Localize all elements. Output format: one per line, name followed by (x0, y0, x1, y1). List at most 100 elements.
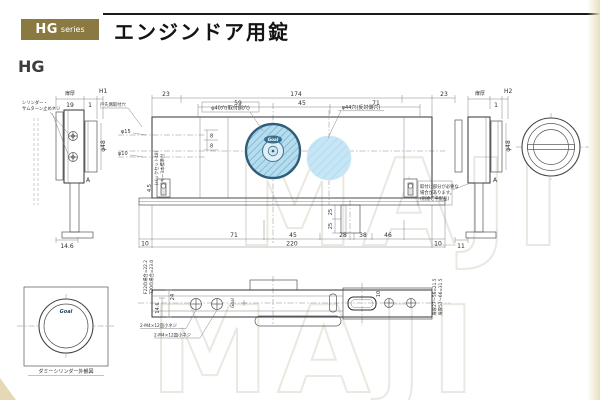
door-thickness-dim-label: 扉厚 (65, 90, 75, 97)
phi48-dim-label-right: φ48 (505, 140, 512, 152)
dim-1-label: 1 (88, 102, 92, 109)
latch-stack (329, 293, 337, 313)
cylinder-callout-leaders (49, 111, 69, 155)
glass-panel-hatch-right (454, 119, 463, 173)
plan-bottom-dim-lines (138, 205, 446, 248)
dim-14-6-lines-bottom (159, 297, 165, 317)
page-title: エンジンドア用錠 (114, 20, 290, 44)
door-thickness-dim-label-right: 扉厚 (475, 90, 485, 97)
dim-45-top-label: 45 (298, 100, 306, 107)
dim-10-right-label: 10 (434, 241, 442, 248)
phi15-label: φ15 (121, 129, 131, 135)
dim-46-label: 46 (384, 232, 392, 239)
left-top-dim-lines (55, 96, 104, 119)
cylinder-thumbturn-callout-line2: サムターン止めネジ (22, 105, 61, 112)
goal-logo-badge (264, 135, 282, 144)
spindle-stem-left (69, 182, 80, 233)
latch-slot (347, 296, 377, 311)
section-a-label-right: A (493, 177, 498, 184)
plan-view: 4.5 Goal 23 174 23 59 45 71 φ40穴(取付側穴) (100, 91, 456, 248)
base-plate-left (61, 231, 94, 239)
door-edge-dashed (33, 118, 39, 205)
bottom-screw-2 (211, 298, 223, 310)
header-rule (103, 13, 600, 15)
mounting-screw-1 (68, 131, 78, 141)
install-note-line1: 取付け部分が必要な (420, 183, 459, 190)
dim-174-label: 174 (290, 91, 302, 98)
glass-panel-hatch (55, 111, 64, 181)
detail-caption: ダミーシリンダー外観図 (39, 368, 94, 375)
phi48-dim-label-left: φ48 (100, 140, 107, 152)
fixing-bolt-left (156, 178, 171, 198)
dim-10-vertical-label: 10 (376, 291, 382, 297)
thumbturn-knob-bar (527, 144, 575, 150)
phi40-callout-text: φ40穴(取付側穴) (211, 104, 250, 111)
dim-14-6-label-bottom: 14.6 (155, 302, 161, 313)
dummy-cylinder-outer (38, 298, 94, 354)
dim-59-label: 59 (234, 100, 242, 107)
dim-10-left-label: 10 (141, 241, 149, 248)
dim-23-right-label: 23 (440, 91, 448, 98)
dim-h2-label: H2 (504, 88, 513, 95)
screw-note-1: 2-M4×12皿小ネジ (140, 322, 178, 329)
phi44-callout-text: φ44穴(反対側穴) (342, 104, 381, 111)
door-edge-hole-callout: 戸先側取付穴 (100, 101, 126, 108)
install-note-box (417, 180, 453, 206)
dim-71-bottom-label: 71 (230, 232, 238, 239)
dim-4-5-label: 4.5 (147, 184, 153, 192)
bottom-view: Goal 10 F22の場合=22.2 T20の場合=23.0 24 14.6 … (138, 260, 450, 339)
faceplate (342, 287, 433, 320)
dim-220-label: 220 (286, 241, 298, 248)
phi10-label: φ10 (118, 151, 128, 157)
install-note-line3: (別途ご手配品) (420, 195, 449, 202)
dummy-cylinder-inner (43, 303, 89, 349)
plan-top-dim-lines (151, 95, 456, 117)
dim-71-top-label: 71 (372, 100, 380, 107)
faceplate-screw-1 (384, 298, 394, 308)
right-side-view: 扉厚 1 H2 φ48 A 11 取付け部分が必要な 場合があります。 (別途ご… (417, 88, 589, 250)
left-side-view: シリンダー・ サムターン止めネジ 扉厚 19 1 H1 φ48 A 14.6 (22, 88, 108, 250)
lever-handle (254, 315, 342, 327)
dim-19-label: 19 (66, 102, 74, 109)
dummy-cylinder-box (23, 286, 109, 367)
dim-24-label: 24 (170, 294, 176, 300)
t20-note: T20の場合=23.0 (148, 260, 155, 295)
base-plate-right (465, 231, 497, 239)
door-thickness-note-2: 扉厚57〜66=31.5 (437, 278, 444, 315)
section-a-label-left: A (86, 177, 91, 184)
rosette-flange-right (490, 120, 503, 173)
latch-bolt (350, 299, 374, 308)
dim-28-label: 28 (339, 232, 347, 239)
thumbturn-front-view (516, 113, 589, 181)
fixing-bolt-right (403, 178, 418, 198)
series-badge-sub: series (60, 25, 85, 34)
dim-h1-label: H1 (99, 88, 108, 95)
dim-38-label: 38 (359, 232, 367, 239)
spindle-mark (241, 300, 247, 306)
goal-cylinder: Goal (244, 122, 302, 180)
dim-8b-label: 8 (210, 144, 213, 150)
dim-25-lines (332, 204, 341, 234)
dim-8-lines (204, 129, 218, 151)
left-bottom-dim (55, 237, 79, 243)
dim-11-label: 11 (457, 243, 465, 250)
keys-note-line1: キー3本標準付 (159, 153, 166, 182)
bottom-screw-1 (190, 298, 202, 310)
right-top-dim-lines (467, 96, 509, 119)
model-heading: HG (18, 57, 45, 76)
series-badge: HG series (21, 19, 99, 40)
series-badge-main: HG (35, 22, 58, 37)
watermark-text-2: MAJI (150, 282, 484, 400)
opposite-hole-circle (306, 135, 352, 181)
lock-body-side (63, 109, 85, 184)
dim-45-bottom-label: 45 (289, 232, 297, 239)
dim-25a-label: 25 (328, 209, 334, 215)
goal-logo-text: Goal (268, 137, 279, 142)
dummy-cylinder-detail: Goal ダミーシリンダー外観図 (17, 286, 114, 376)
install-note-line2: 場合があります。 (420, 189, 454, 196)
screw-note-2: 2-M4×12皿小ネジ (154, 332, 192, 339)
goal-logo-detail: Goal (60, 309, 73, 315)
dim-1-label-right: 1 (494, 102, 498, 109)
faceplate-screw-2 (406, 298, 416, 308)
